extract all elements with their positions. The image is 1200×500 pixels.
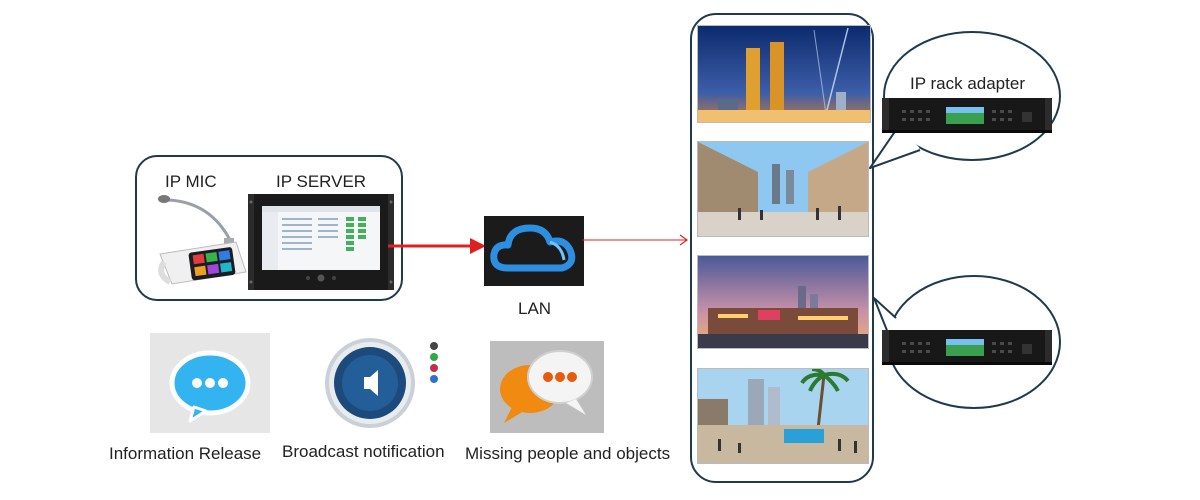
speaker-icon (325, 338, 438, 428)
ip-server-label: IP SERVER (276, 172, 367, 191)
source-devices-frame (135, 155, 403, 301)
venue-photo-night-towers (697, 25, 871, 123)
venue-photo-plaza (697, 368, 869, 464)
feature-label-broadcast-notification: Broadcast notification (282, 442, 445, 461)
chat-bubble-icon (150, 333, 270, 433)
venues-frame (690, 13, 874, 483)
ip-mic-label: IP MIC (165, 172, 217, 191)
venue-photo-shopping-street (697, 141, 869, 237)
rack-adapter-label: IP rack adapter (910, 74, 1025, 93)
server-to-lan-arrow (388, 238, 486, 254)
ip-rack-adapter-device-bottom (882, 330, 1052, 365)
message-bubbles-icon (490, 341, 604, 433)
venue-photo-mall-dusk (697, 255, 869, 349)
feature-label-information-release: Information Release (109, 444, 262, 463)
ip-server-device (248, 194, 394, 290)
lan-to-venues-arrow (582, 234, 689, 246)
feature-label-missing-people-objects: Missing people and objects (465, 444, 671, 463)
ip-rack-adapter-device-top (882, 98, 1052, 133)
ip-mic-device (158, 195, 247, 285)
lan-label: LAN (518, 299, 552, 318)
lan-cloud-icon (484, 216, 584, 286)
